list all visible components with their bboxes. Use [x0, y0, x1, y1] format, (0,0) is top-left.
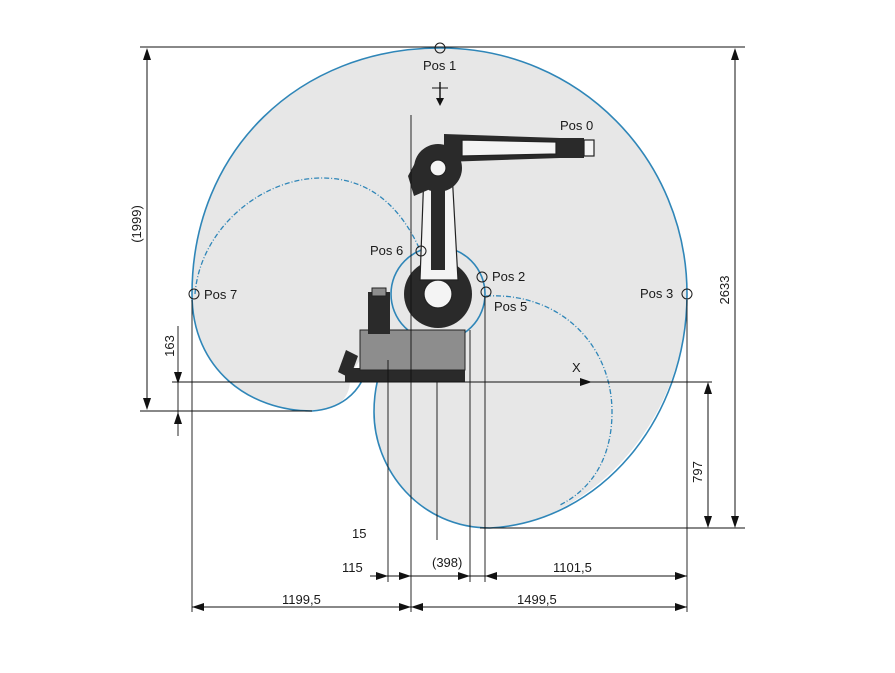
dim-arrow [731, 48, 739, 60]
robot-lower-arm-stripe [431, 190, 445, 270]
dim-bottom-small-label: 15 [352, 526, 366, 541]
reference-lines [140, 46, 745, 612]
x-axis-arrow [580, 378, 592, 386]
dim-left-small-label: 163 [162, 335, 177, 357]
envelope-inner-dashed-right [485, 295, 613, 506]
robot-elbow-joint [429, 159, 447, 177]
dim-arrow [704, 382, 712, 394]
robot-base-plate [345, 368, 465, 382]
dim-arrow [174, 412, 182, 424]
pos0-label: Pos 0 [560, 118, 593, 133]
pos7-label: Pos 7 [204, 287, 237, 302]
pos2-marker [476, 271, 488, 283]
dimension-lines [143, 48, 739, 611]
dim-arrow [731, 516, 739, 528]
robot-cable-box [338, 350, 358, 378]
dim-115-label: 115 [342, 560, 363, 575]
robot-motor [368, 292, 390, 334]
envelope-inner-dashed-left [194, 177, 421, 295]
dim-arrow [399, 603, 411, 611]
dim-right-tall-label: 2633 [717, 276, 732, 305]
robot-counterweight [408, 150, 428, 196]
dim-arrow [376, 572, 388, 580]
position-markers [188, 42, 693, 300]
pos1-label: Pos 1 [423, 58, 456, 73]
dim-arrow [174, 372, 182, 384]
robot-flange [583, 139, 595, 157]
dimension-labels: (1999) 163 2633 797 15 115 (398) 1101,5 … [129, 205, 732, 607]
dim-arrow [704, 516, 712, 528]
pos6-marker [415, 245, 427, 257]
x-axis-label: X [572, 360, 581, 375]
dim-1101-label: 1101,5 [553, 560, 592, 575]
dim-arrow [675, 572, 687, 580]
pos6-label: Pos 6 [370, 243, 403, 258]
dim-1199-label: 1199,5 [282, 592, 321, 607]
pos3-label: Pos 3 [640, 286, 673, 301]
dim-left-vertical-label: (1999) [129, 205, 144, 243]
down-arrow-icon [432, 82, 448, 106]
industrial-robot-icon [338, 134, 595, 382]
robot-upper-arm-cover [461, 139, 557, 157]
pos5-label: Pos 5 [494, 299, 527, 314]
position-labels: Pos 0 Pos 1 Pos 2 Pos 3 Pos 5 Pos 6 Pos … [204, 58, 673, 375]
pos5-marker [480, 286, 492, 298]
robot-wrist [560, 138, 584, 158]
pos7-marker [188, 288, 200, 300]
envelope-outer-arc [191, 47, 688, 529]
dim-arrow [399, 572, 411, 580]
pos1-marker [434, 42, 446, 54]
dim-arrow [458, 572, 470, 580]
pos2-label: Pos 2 [492, 269, 525, 284]
robot-base-block [359, 329, 466, 371]
dim-right-short-label: 797 [690, 461, 705, 483]
robot-motor-cap [371, 287, 387, 297]
robot-shoulder-joint [423, 279, 453, 309]
dim-arrow [411, 603, 423, 611]
pos3-marker [681, 288, 693, 300]
dim-arrow [675, 603, 687, 611]
dim-398-label: (398) [432, 555, 462, 570]
dim-arrow [143, 398, 151, 410]
dim-arrow [192, 603, 204, 611]
dim-arrow [143, 48, 151, 60]
dim-1499-label: 1499,5 [517, 592, 557, 607]
